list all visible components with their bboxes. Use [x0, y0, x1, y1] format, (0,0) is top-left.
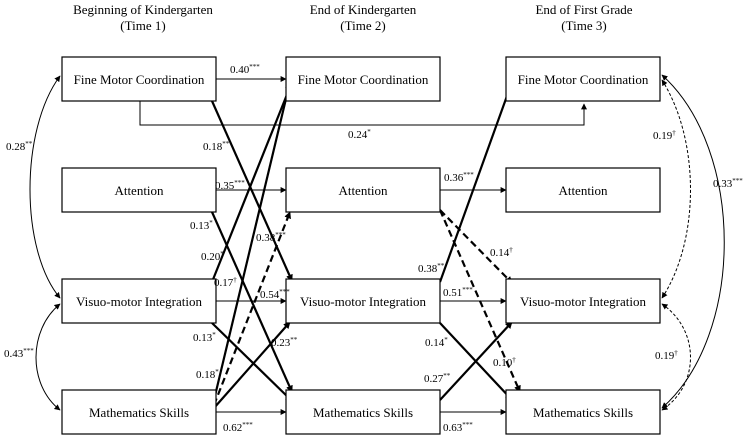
node-t3-visuo-motor: Visuo-motor Integration: [505, 278, 661, 324]
path-vm1-fm2: [210, 81, 294, 283]
node-t2-visuo-motor: Visuo-motor Integration: [285, 278, 441, 324]
header-time3: End of First Grade (Time 3): [535, 2, 632, 33]
path-fm1-vm2: [210, 100, 294, 282]
coef-vm1-fm2: 0.20*: [201, 250, 224, 263]
path-vm2-fm3: [438, 81, 514, 283]
node-label: Visuo-motor Integration: [520, 294, 646, 309]
path-vm1-ma2: [211, 322, 293, 402]
path-ma1-at2: [212, 211, 292, 406]
node-t1-math: Mathematics Skills: [61, 389, 217, 435]
coef-ma2-ma3: 0.63***: [443, 421, 473, 434]
node-t2-math: Mathematics Skills: [285, 389, 441, 435]
coef-vm2-vm3: 0.51***: [443, 286, 473, 299]
coef-at1-ma2-b: 0.38***: [256, 231, 286, 244]
node-t1-visuo-motor: Visuo-motor Integration: [61, 278, 217, 324]
path-at2-ma3: [438, 209, 522, 393]
header-time2-line2: (Time 2): [340, 18, 385, 33]
header-time3-line1: End of First Grade: [535, 2, 632, 17]
coef-at1-at2: 0.35***: [215, 179, 245, 192]
coef-ma2-vm3: 0.27**: [424, 372, 451, 385]
coef-fm3-vm3-cov: 0.19†: [653, 129, 676, 142]
coef-at2-ma3: 0.10†: [493, 356, 516, 369]
coef-fm3-ma3-cov: 0.33***: [713, 177, 743, 190]
header-time3-line2: (Time 3): [561, 18, 606, 33]
coef-vm1-vm2: 0.54***: [260, 288, 290, 301]
header-time2-line1: End of Kindergarten: [310, 2, 417, 17]
node-label: Mathematics Skills: [533, 405, 633, 420]
path-ma1-vm2: [213, 321, 291, 409]
coef-at1-ma2: 0.13*: [190, 219, 213, 232]
header-time1-line2: (Time 1): [120, 18, 165, 33]
coef-fm1-vm1-cov: 0.28**: [6, 140, 33, 153]
coef-vm1-at2: 0.17†: [214, 276, 237, 289]
cross-lagged-paths: [210, 81, 514, 409]
coef-fm1-vm2: 0.18**: [203, 140, 230, 153]
node-label: Visuo-motor Integration: [76, 294, 202, 309]
header-time1: Beginning of Kindergarten (Time 1): [73, 2, 213, 33]
coef-ma1-ma2: 0.62***: [223, 421, 253, 434]
node-label: Mathematics Skills: [89, 405, 189, 420]
cov-vm1-ma1: [35, 303, 61, 411]
header-time2: End of Kindergarten (Time 2): [310, 2, 417, 33]
node-label: Attention: [114, 183, 164, 198]
cov-vm3-ma3: [661, 303, 691, 411]
path-at1-ma2: [210, 211, 294, 393]
node-t1-fine-motor: Fine Motor Coordination: [61, 56, 217, 102]
cov-fm3-vm3: [661, 79, 691, 299]
coef-ma1-x-a: 0.13*: [193, 331, 216, 344]
coef-vm1-ma2: 0.23**: [271, 336, 298, 349]
coef-vm1-ma1-cov: 0.43***: [4, 347, 34, 360]
node-t3-attention: Attention: [505, 167, 661, 213]
node-label: Mathematics Skills: [313, 405, 413, 420]
coef-vm3-ma3-cov: 0.19†: [655, 349, 678, 362]
node-label: Fine Motor Coordination: [74, 72, 205, 87]
node-label: Attention: [558, 183, 608, 198]
coef-ma1-x-b: 0.18*: [196, 368, 219, 381]
node-t2-fine-motor: Fine Motor Coordination: [285, 56, 441, 102]
coef-vm2-ma3: 0.14*: [425, 336, 448, 349]
covariance-arcs: [29, 74, 725, 411]
node-label: Fine Motor Coordination: [518, 72, 649, 87]
node-label: Visuo-motor Integration: [300, 294, 426, 309]
path-ma2-vm3: [439, 321, 513, 401]
coefficient-labels: 0.40*** 0.24* 0.18** 0.28** 0.43*** 0.35…: [4, 63, 743, 434]
coef-fm1-fm2: 0.40***: [230, 63, 260, 76]
coef-vm2-fm3: 0.38**: [418, 262, 445, 275]
cov-fm3-ma3: [661, 74, 725, 409]
coef-at2-vm3: 0.14†: [490, 246, 513, 259]
header-time1-line1: Beginning of Kindergarten: [73, 2, 213, 17]
coef-fm1-fm3: 0.24*: [348, 128, 371, 141]
path-at2-vm3: [439, 209, 513, 284]
node-t2-attention: Attention: [285, 167, 441, 213]
path-ma1-fm2: [212, 81, 292, 401]
node-t3-math: Mathematics Skills: [505, 389, 661, 435]
node-label: Attention: [338, 183, 388, 198]
path-fm1-fm3: [139, 101, 587, 126]
coef-at2-at3: 0.36***: [444, 171, 474, 184]
node-t3-fine-motor: Fine Motor Coordination: [505, 56, 661, 102]
node-label: Fine Motor Coordination: [298, 72, 429, 87]
marginal-paths: [212, 209, 522, 406]
cov-fm1-vm1: [29, 75, 61, 299]
node-t1-attention: Attention: [61, 167, 217, 213]
